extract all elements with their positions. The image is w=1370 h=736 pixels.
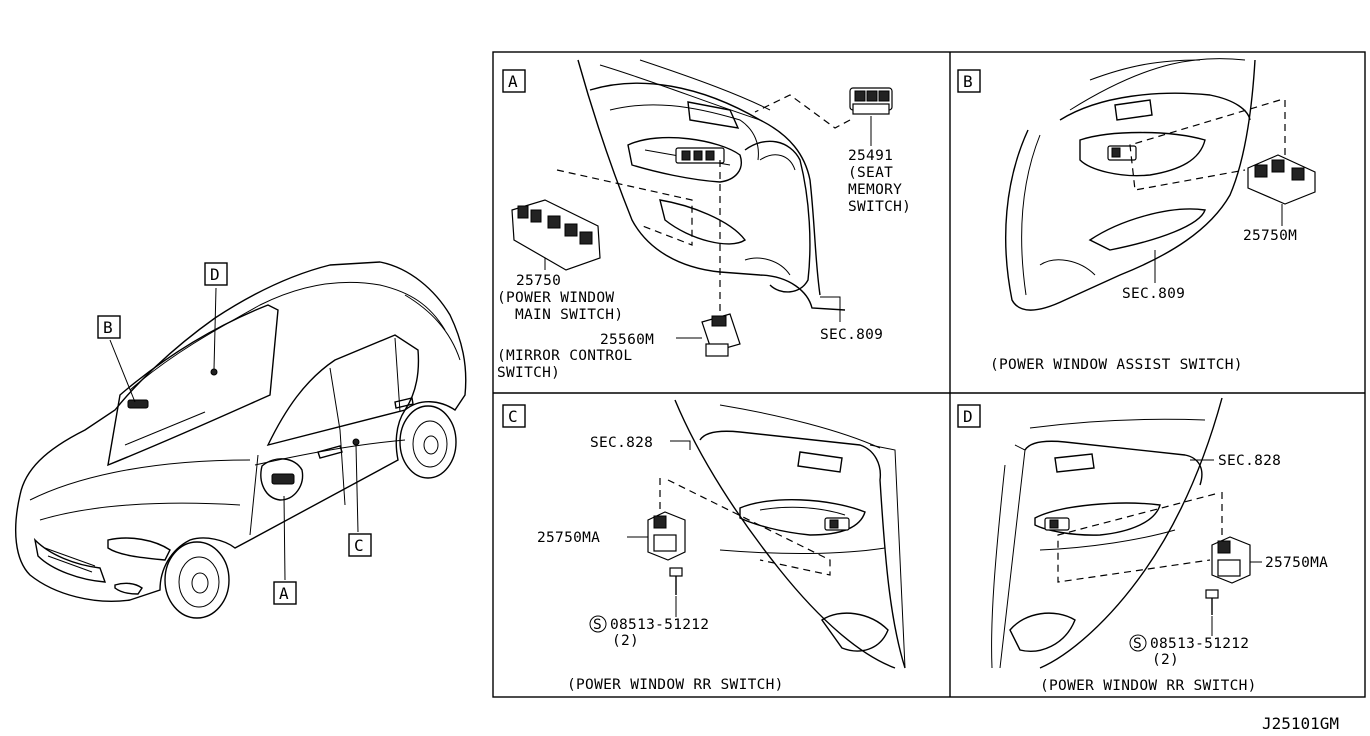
- mirror-control-switch[interactable]: [701, 313, 741, 357]
- panel-d-title: (POWER WINDOW RR SWITCH): [1040, 678, 1257, 694]
- vehicle-callout-d[interactable]: D: [204, 262, 228, 286]
- part-desc-25560m-line2: SWITCH): [497, 365, 560, 381]
- power-window-main-switch[interactable]: [511, 199, 601, 271]
- section-ref-a: SEC.809: [820, 327, 883, 343]
- panel-b: B 25750M SEC.809 (POWER WINDOW ASSIST SW…: [957, 58, 1316, 373]
- panel-d-tag: D: [963, 407, 973, 426]
- callout-label-d: D: [210, 265, 220, 284]
- screw-number-d: 08513-51212: [1150, 636, 1249, 652]
- screw-c[interactable]: [669, 567, 683, 595]
- power-window-assist-switch[interactable]: [1247, 154, 1316, 205]
- part-number-25750ma-d: 25750MA: [1265, 555, 1328, 571]
- part-desc-25491-line1: (SEAT: [848, 165, 893, 181]
- screw-qty-c: (2): [612, 633, 639, 649]
- vehicle-callout-lines: [109, 287, 359, 581]
- callout-label-a: A: [279, 584, 289, 603]
- callout-label-b: B: [103, 318, 113, 337]
- part-number-25491: 25491: [848, 148, 893, 164]
- panel-d: D SEC.828 25750MA: [957, 397, 1328, 694]
- panel-c-tag: C: [508, 407, 518, 426]
- part-desc-25560m-line1: (MIRROR CONTROL: [497, 348, 632, 364]
- panel-a: A 25491 (SEAT ME: [497, 59, 911, 381]
- section-ref-c: SEC.828: [590, 435, 653, 451]
- panel-b-title: (POWER WINDOW ASSIST SWITCH): [990, 357, 1243, 373]
- screw-symbol-d: S: [1133, 636, 1142, 652]
- screw-number-c: 08513-51212: [610, 617, 709, 633]
- part-desc-25491-line2: MEMORY: [848, 182, 902, 198]
- vehicle-illustration: [15, 261, 467, 619]
- part-desc-25750-line2: MAIN SWITCH): [515, 307, 623, 323]
- screw-qty-d: (2): [1152, 652, 1179, 668]
- panel-c-title: (POWER WINDOW RR SWITCH): [567, 677, 784, 693]
- vehicle-callout-b[interactable]: B: [97, 315, 121, 339]
- panel-grid: [492, 51, 1366, 698]
- part-number-25560m: 25560M: [600, 332, 654, 348]
- panel-b-tag: B: [963, 72, 973, 91]
- power-window-rr-switch-d[interactable]: [1211, 536, 1251, 584]
- section-ref-d: SEC.828: [1218, 453, 1281, 469]
- drawing-id: J25101GM: [1262, 714, 1339, 733]
- part-number-25750m: 25750M: [1243, 228, 1297, 244]
- part-desc-25750-line1: (POWER WINDOW: [497, 290, 614, 306]
- part-desc-25491-line3: SWITCH): [848, 199, 911, 215]
- part-number-25750ma-c: 25750MA: [537, 530, 600, 546]
- vehicle-callout-a[interactable]: A: [273, 581, 297, 605]
- part-number-25750: 25750: [516, 273, 561, 289]
- callout-label-c: C: [354, 536, 364, 555]
- seat-memory-switch[interactable]: [849, 87, 893, 115]
- vehicle-callout-c[interactable]: C: [348, 533, 372, 557]
- panel-a-tag: A: [508, 72, 518, 91]
- screw-symbol-c: S: [593, 617, 602, 633]
- power-window-rr-switch-c[interactable]: [647, 511, 686, 561]
- section-ref-b: SEC.809: [1122, 286, 1185, 302]
- screw-d[interactable]: [1205, 589, 1219, 615]
- panel-c: C SEC.828 25750MA: [502, 399, 906, 693]
